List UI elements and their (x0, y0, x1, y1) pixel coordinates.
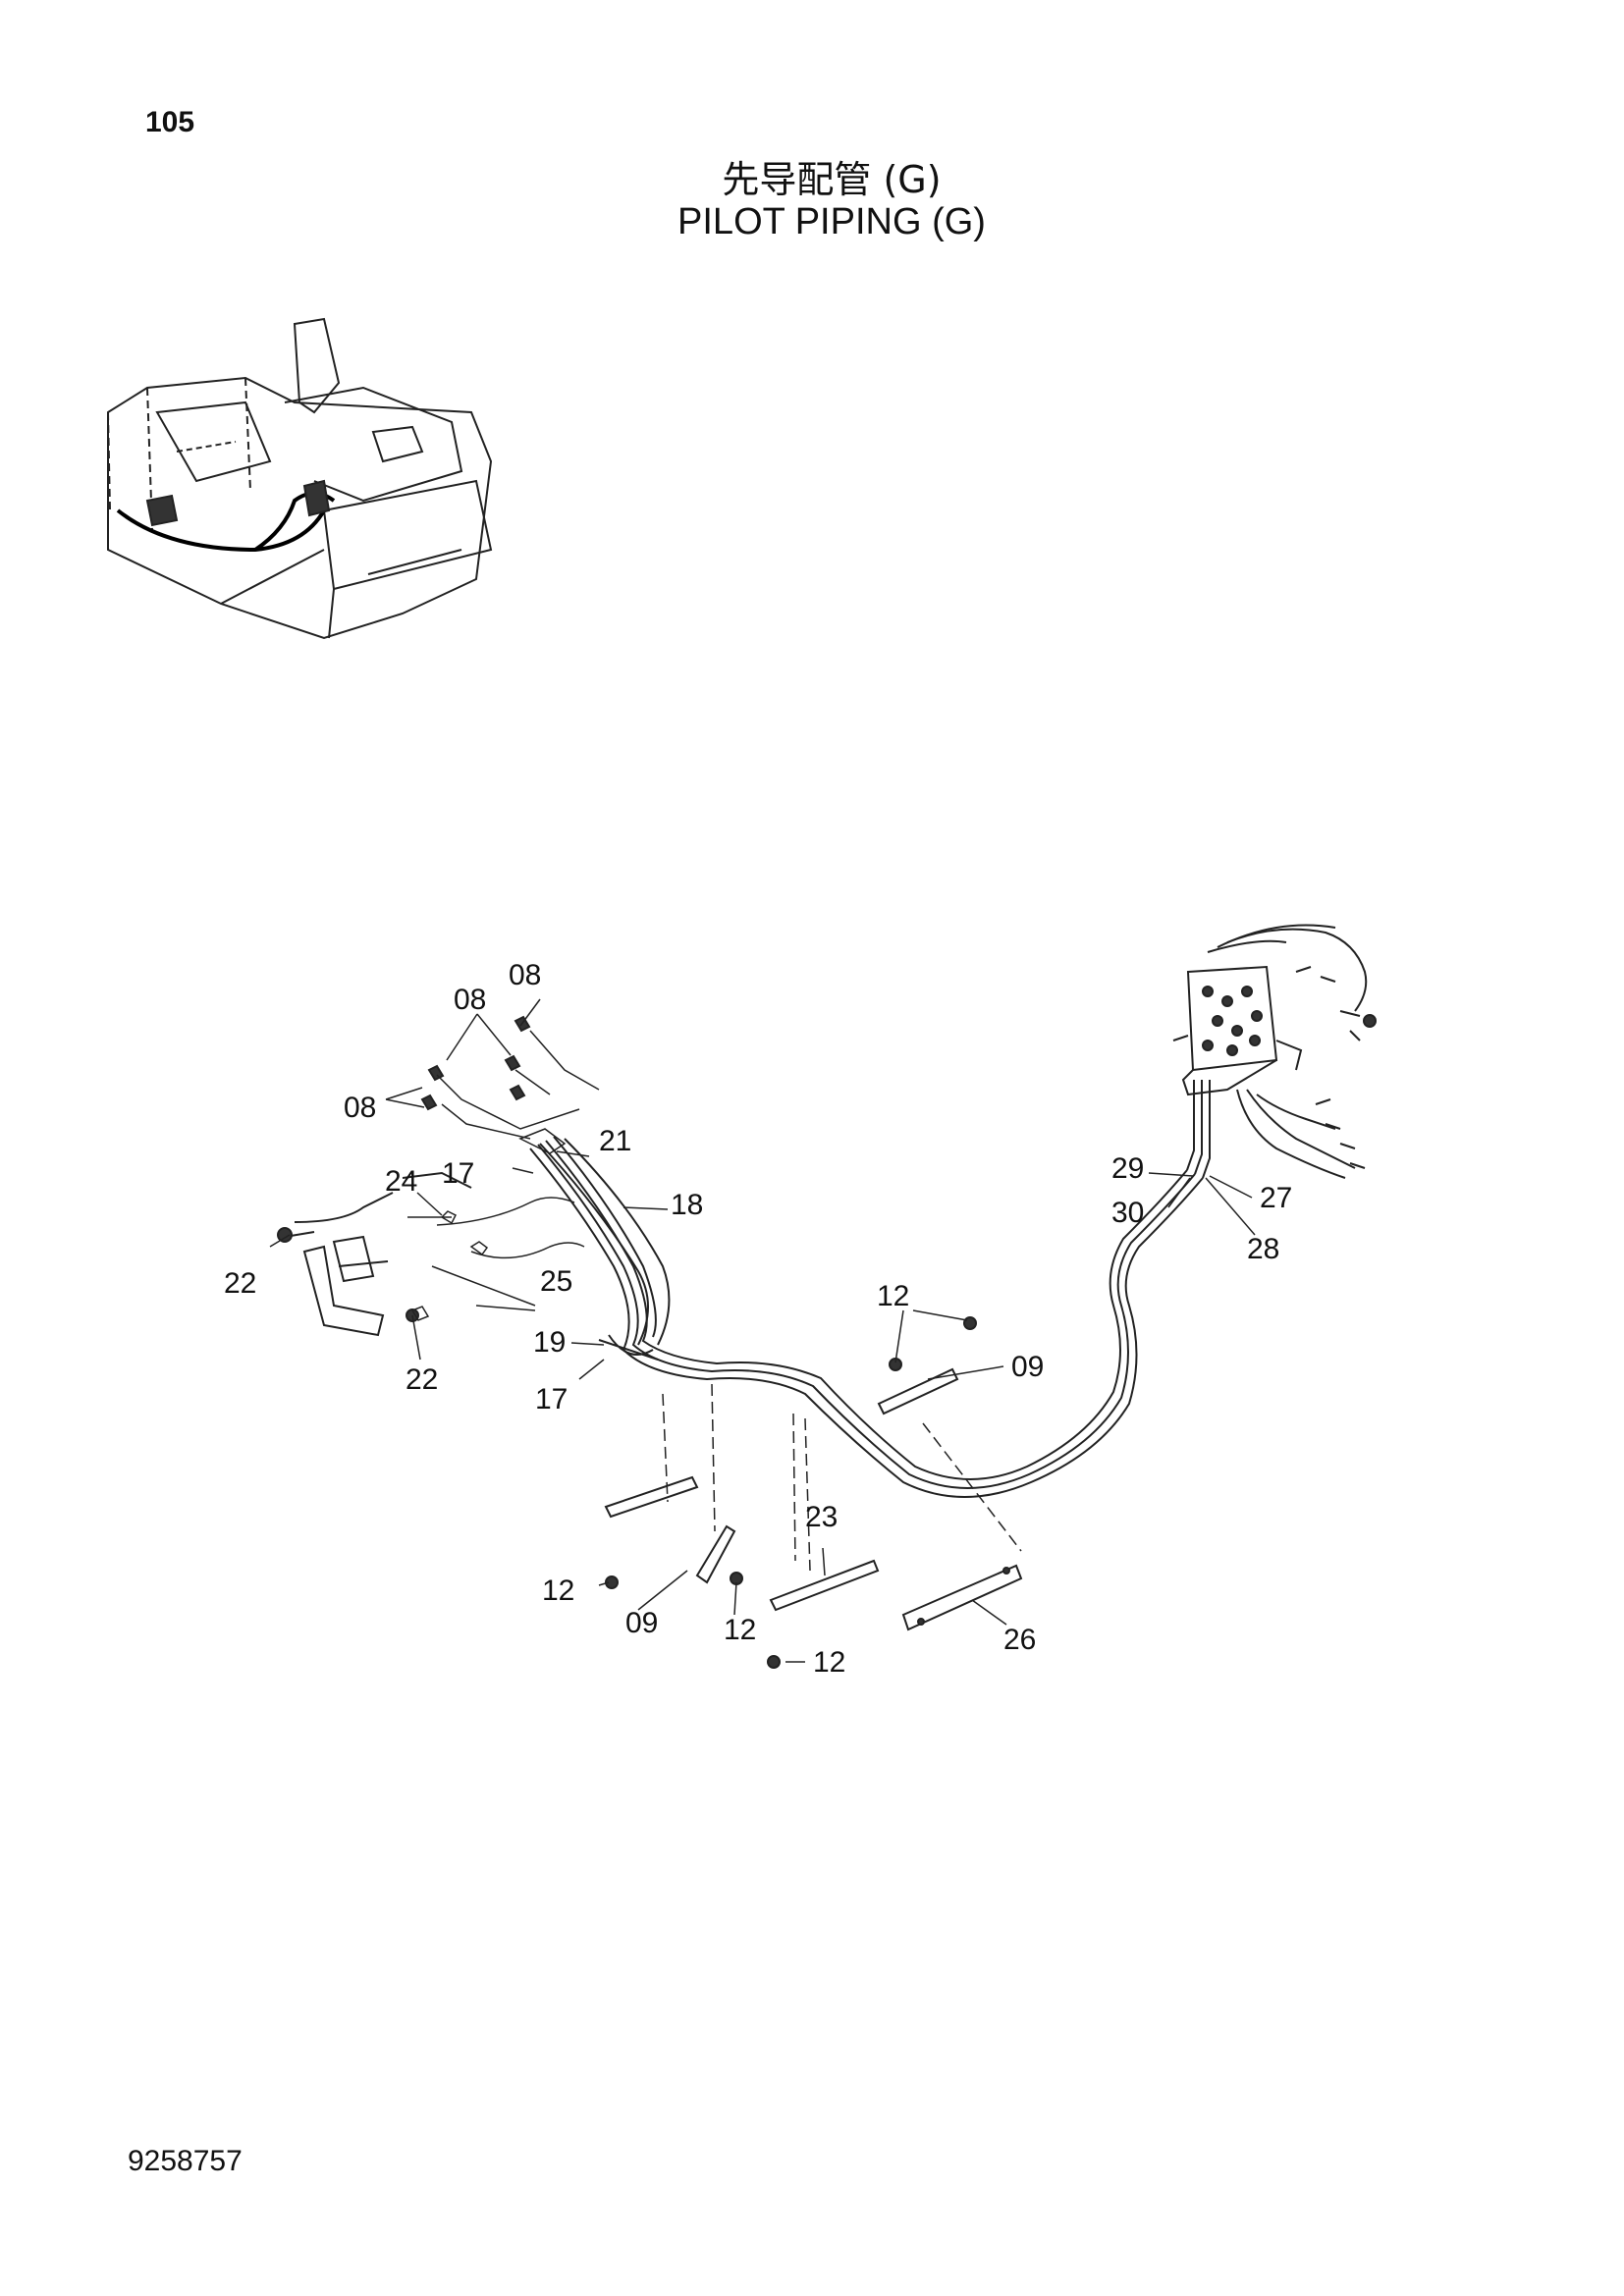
callout-09: 09 (625, 1607, 658, 1639)
callout-30: 30 (1111, 1197, 1144, 1229)
callout-08: 08 (344, 1092, 376, 1124)
callout-12: 12 (542, 1575, 574, 1607)
projection-lines (662, 1383, 1022, 1572)
callout-22: 22 (406, 1363, 438, 1396)
callout-18: 18 (671, 1189, 703, 1221)
title-chinese: 先导配管 (G) (722, 158, 942, 201)
excavator-overview (107, 317, 493, 640)
callout-17: 17 (442, 1157, 474, 1190)
callout-12: 12 (813, 1646, 845, 1679)
pilot-hose-bundle (529, 1080, 1211, 1498)
callout-21: 21 (599, 1125, 631, 1157)
callout-08: 08 (454, 984, 486, 1016)
elbow-fittings (420, 1015, 531, 1111)
control-valve-assembly (1172, 924, 1377, 1179)
fitting-links (407, 1030, 600, 1321)
callout-26: 26 (1003, 1624, 1036, 1656)
callout-17: 17 (535, 1383, 568, 1415)
callout-12: 12 (724, 1614, 756, 1646)
callout-08: 08 (509, 959, 541, 991)
callout-24: 24 (385, 1165, 417, 1198)
callout-23: 23 (805, 1501, 838, 1533)
callout-19: 19 (533, 1326, 566, 1359)
document-number: 9258757 (128, 2145, 243, 2177)
callout-25: 25 (540, 1265, 572, 1298)
clamp-brackets (604, 1316, 1023, 1669)
callouts: 08 08 08 21 17 24 18 22 25 19 22 17 12 0… (224, 959, 1292, 1679)
callout-09: 09 (1011, 1351, 1044, 1383)
callout-27: 27 (1260, 1182, 1292, 1214)
large-hose (539, 1138, 671, 1361)
title-english: PILOT PIPING (G) (677, 201, 986, 242)
page-number: 105 (145, 106, 195, 138)
callout-29: 29 (1111, 1152, 1144, 1185)
callout-12: 12 (877, 1280, 909, 1312)
leader-lines (269, 998, 1256, 1663)
callout-28: 28 (1247, 1233, 1279, 1265)
callout-22: 22 (224, 1267, 256, 1300)
valve-block (277, 1171, 472, 1337)
